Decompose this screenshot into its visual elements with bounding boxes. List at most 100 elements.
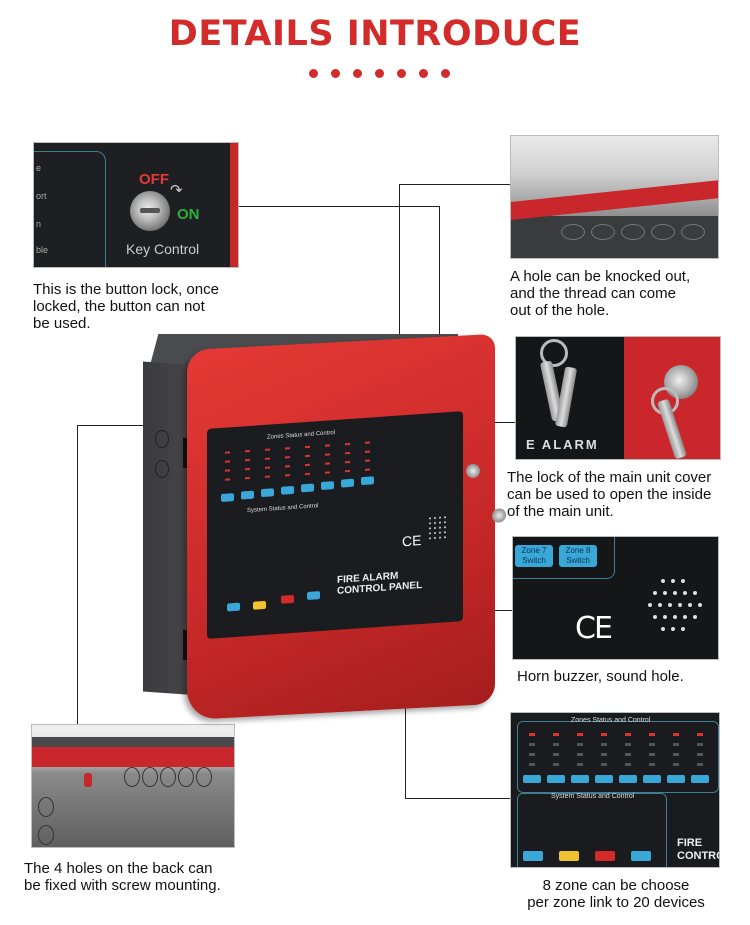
zone-led — [225, 469, 230, 472]
sound-hole — [671, 627, 675, 631]
zone-led — [529, 733, 535, 736]
sound-hole — [434, 531, 436, 535]
zone-led — [529, 763, 535, 766]
control-panel-face: Zones Status and Control System Status a… — [207, 411, 506, 639]
key-switch-icon — [130, 191, 170, 231]
knockout-holes-photo — [510, 135, 719, 259]
zone-led — [625, 743, 631, 746]
sound-hole — [439, 516, 441, 519]
zone-button — [595, 775, 613, 783]
zone-button — [523, 775, 541, 783]
sound-hole — [434, 521, 436, 525]
zone-led — [245, 458, 250, 462]
zone-led — [577, 753, 583, 756]
side-mark: ort — [36, 191, 47, 201]
connector-line — [77, 425, 148, 426]
sound-hole — [661, 579, 665, 583]
panel-frame — [34, 151, 106, 267]
sound-hole — [653, 615, 657, 619]
zone-led — [245, 476, 250, 480]
connector-line — [399, 184, 510, 185]
red-lid — [32, 747, 234, 767]
hinge — [183, 438, 189, 468]
side-mark: e — [36, 163, 42, 173]
zones-caption: 8 zone can be choose per zone link to 20… — [527, 877, 705, 911]
key-ring — [540, 339, 568, 367]
knockout-hole — [561, 224, 585, 240]
mount-hole — [160, 767, 176, 787]
key-switch-icon — [492, 508, 506, 524]
zone-led — [673, 733, 679, 736]
sound-hole — [439, 531, 441, 534]
zone-led — [553, 733, 559, 736]
zone-led — [625, 733, 631, 736]
zones-frame — [517, 721, 719, 793]
key-off-label: OFF — [139, 171, 169, 188]
zone-button — [281, 485, 294, 495]
sound-hole — [429, 517, 431, 520]
zone-button — [261, 488, 274, 498]
zone-led — [285, 474, 290, 477]
zone-button — [691, 775, 709, 783]
sound-hole — [678, 603, 682, 607]
zone-button — [619, 775, 637, 783]
zone-led — [553, 743, 559, 746]
connector-line — [238, 206, 440, 207]
zone-button — [321, 481, 334, 490]
ce-mark: CE — [575, 611, 613, 646]
sound-hole — [444, 521, 446, 524]
sound-hole — [444, 526, 446, 529]
key-control-caption: This is the button lock, once locked, th… — [33, 281, 219, 332]
system-button — [227, 602, 240, 612]
zone-led — [285, 465, 290, 468]
sound-hole — [439, 526, 441, 529]
ce-mark: CE — [402, 531, 422, 550]
side-hole — [155, 460, 169, 478]
zone-led — [697, 763, 703, 766]
zone-led — [325, 444, 330, 447]
panel-frame — [513, 537, 615, 579]
title-decoration-dots — [309, 69, 450, 78]
sound-hole — [673, 615, 677, 619]
mount-bracket — [84, 773, 92, 787]
fire-alarm-control-unit: Zones Status and Control System Status a… — [143, 330, 506, 721]
zone-led — [365, 450, 370, 453]
zone-led — [225, 460, 230, 463]
zone-led — [285, 447, 290, 450]
zone-led — [345, 442, 350, 446]
connector-line — [77, 425, 78, 725]
cover-lock-icon — [466, 464, 480, 478]
knockout-hole — [621, 224, 645, 240]
zone-led — [305, 454, 310, 458]
side-mark: n — [36, 219, 42, 229]
mount-hole — [124, 767, 140, 787]
zone-led — [365, 441, 370, 444]
zone-button — [241, 490, 254, 500]
back-holes-photo — [31, 724, 235, 848]
system-button — [253, 600, 266, 610]
zone-led — [325, 471, 330, 474]
zone-led — [697, 743, 703, 746]
box-top — [32, 737, 234, 749]
zone-led — [305, 445, 310, 449]
system-button — [559, 851, 579, 861]
panel-name: FIRE ALARM CONTROL PANEL — [337, 570, 423, 597]
system-status-title: System Status and Control — [247, 503, 319, 515]
side-hole — [155, 430, 169, 448]
zone-led — [673, 763, 679, 766]
zone-led — [697, 733, 703, 736]
side-hole — [38, 797, 54, 817]
sound-hole — [681, 627, 685, 631]
zone-led — [649, 733, 655, 736]
sound-hole — [648, 603, 652, 607]
zone-led — [601, 743, 607, 746]
zones-panel-photo: Zones Status and Control System Status a… — [510, 712, 720, 868]
zone-led — [225, 451, 230, 454]
sound-hole — [429, 522, 431, 525]
zone-led — [625, 753, 631, 756]
red-cover-edge — [230, 143, 238, 267]
sound-hole — [653, 591, 657, 595]
zone-led — [577, 763, 583, 766]
zone-button — [301, 483, 314, 493]
system-button — [631, 851, 651, 861]
